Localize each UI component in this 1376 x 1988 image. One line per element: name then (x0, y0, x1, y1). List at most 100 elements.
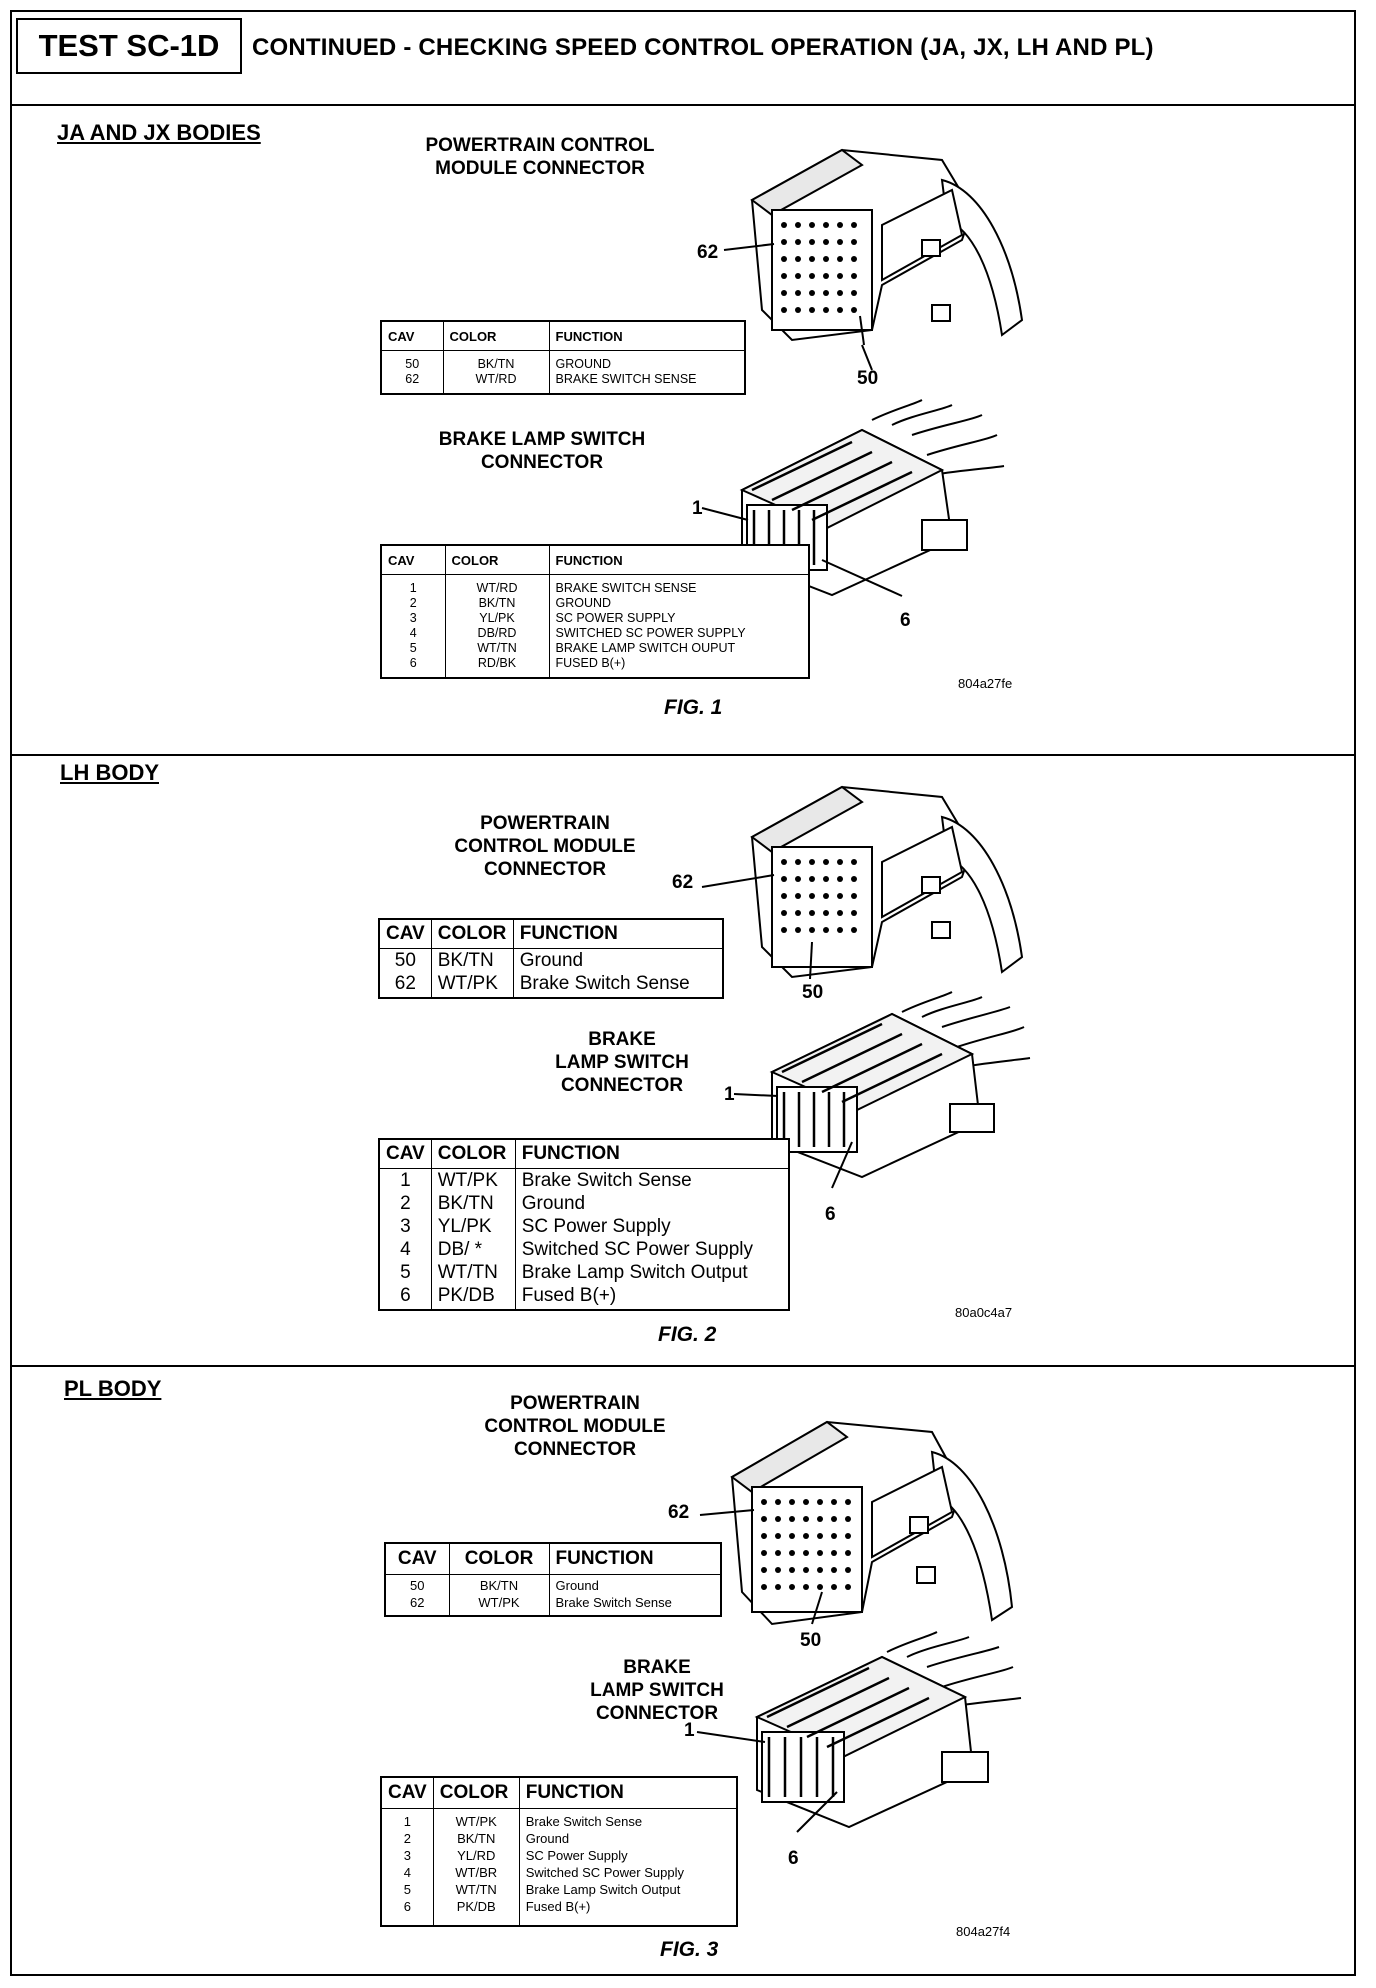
color-cell: DB/RD (444, 626, 550, 641)
function-cell: SC Power Supply (518, 1847, 737, 1864)
pcm-pin-50-callout: 50 (857, 368, 879, 389)
function-cell: Ground (518, 1830, 737, 1847)
header-function: FUNCTION (548, 545, 809, 575)
function-cell: Brake Switch Sense (548, 1594, 721, 1616)
figure-caption: FIG. 2 (658, 1323, 717, 1346)
color-cell: WT/TN (430, 1261, 516, 1284)
cav-cell: 6 (381, 656, 446, 678)
header-function: FUNCTION (514, 1139, 789, 1169)
header-color: COLOR (432, 1777, 520, 1809)
figure-code: 804a27f4 (956, 1924, 1011, 1939)
function-cell: Brake Switch Sense (514, 1168, 789, 1192)
color-cell: WT/RD (444, 574, 550, 596)
pcm-pin-50-callout: 50 (802, 982, 824, 1003)
color-cell: WT/PK (432, 1808, 520, 1830)
section-divider (12, 1365, 1354, 1367)
bls-pin-1-callout: 1 (724, 1084, 735, 1105)
function-cell: SWITCHED SC POWER SUPPLY (548, 626, 809, 641)
function-cell: Switched SC Power Supply (518, 1864, 737, 1881)
color-cell: BK/TN (444, 596, 550, 611)
color-cell: DB/ * (430, 1238, 516, 1261)
service-manual-sheet: TEST SC-1D CONTINUED - CHECKING SPEED CO… (10, 10, 1356, 1976)
function-cell: FUSED B(+) (548, 656, 809, 678)
header-function: FUNCTION (548, 1543, 721, 1575)
cav-cell: 6 (381, 1898, 434, 1926)
brake-lamp-switch-drawing (733, 991, 1031, 1189)
color-cell: RD/BK (444, 656, 550, 678)
cav-cell: 62 (385, 1594, 450, 1616)
cav-cell: 3 (381, 1847, 434, 1864)
pcm-connector-label: POWERTRAIN CONTROL MODULE CONNECTOR (454, 813, 636, 880)
pcm-connector-label: POWERTRAIN CONTROL MODULE CONNECTOR (484, 1393, 666, 1460)
header-cav: CAV (379, 919, 432, 949)
pcm-connector-label: POWERTRAIN CONTROL MODULE CONNECTOR (425, 135, 655, 179)
section-title: PL BODY (64, 1376, 162, 1401)
color-cell: BK/TN (448, 1574, 550, 1594)
figure-caption: FIG. 1 (664, 696, 723, 719)
header-function: FUNCTION (548, 321, 745, 351)
color-cell: WT/PK (430, 1168, 516, 1192)
color-cell: PK/DB (432, 1898, 520, 1926)
color-cell: BK/TN (432, 1830, 520, 1847)
bls-pin-1-callout: 1 (692, 498, 703, 519)
function-cell: BRAKE SWITCH SENSE (548, 372, 745, 394)
brake-lamp-switch-label: BRAKE LAMP SWITCH CONNECTOR (555, 1029, 689, 1096)
cav-cell: 5 (381, 641, 446, 656)
brake-lamp-switch-label: BRAKE LAMP SWITCH CONNECTOR (438, 429, 646, 473)
function-cell: Fused B(+) (518, 1898, 737, 1926)
function-cell: Brake Lamp Switch Output (514, 1261, 789, 1284)
page-header: TEST SC-1D CONTINUED - CHECKING SPEED CO… (12, 12, 1354, 106)
cav-cell: 1 (381, 1808, 434, 1830)
header-color: COLOR (448, 1543, 550, 1575)
color-cell: YL/PK (430, 1215, 516, 1238)
section-title: LH BODY (60, 760, 159, 785)
bls-pin-6-callout: 6 (788, 1848, 799, 1869)
figure-code: 804a27fe (958, 676, 1013, 691)
color-cell: PK/DB (430, 1284, 516, 1310)
pcm-pin-62-callout: 62 (672, 872, 694, 893)
header-function: FUNCTION (518, 1777, 737, 1809)
color-cell: WT/RD (442, 372, 550, 394)
cav-cell: 50 (381, 350, 444, 372)
function-cell: Ground (548, 1574, 721, 1594)
function-cell: Brake Lamp Switch Output (518, 1881, 737, 1898)
cav-cell: 1 (379, 1168, 432, 1192)
cav-cell: 3 (381, 611, 446, 626)
pcm-connector-drawing (699, 1420, 1014, 1626)
color-cell: BK/TN (442, 350, 550, 372)
figure-caption: FIG. 3 (660, 1938, 719, 1961)
cav-cell: 62 (381, 372, 444, 394)
function-cell: Switched SC Power Supply (514, 1238, 789, 1261)
brake-lamp-switch-drawing (696, 1631, 1022, 1833)
figure-code: 80a0c4a7 (955, 1305, 1013, 1320)
header-color: COLOR (442, 321, 550, 351)
test-id-box: TEST SC-1D (16, 18, 242, 74)
cav-cell: 1 (381, 574, 446, 596)
function-cell: Brake Switch Sense (518, 1808, 737, 1830)
header-cav: CAV (381, 545, 446, 575)
color-cell: YL/PK (444, 611, 550, 626)
header-cav: CAV (379, 1139, 432, 1169)
brake-lamp-switch-label: BRAKE LAMP SWITCH CONNECTOR (590, 1657, 724, 1724)
cav-cell: 50 (379, 948, 432, 972)
header-color: COLOR (430, 1139, 516, 1169)
cav-cell: 2 (381, 1830, 434, 1847)
cav-cell: 5 (381, 1881, 434, 1898)
